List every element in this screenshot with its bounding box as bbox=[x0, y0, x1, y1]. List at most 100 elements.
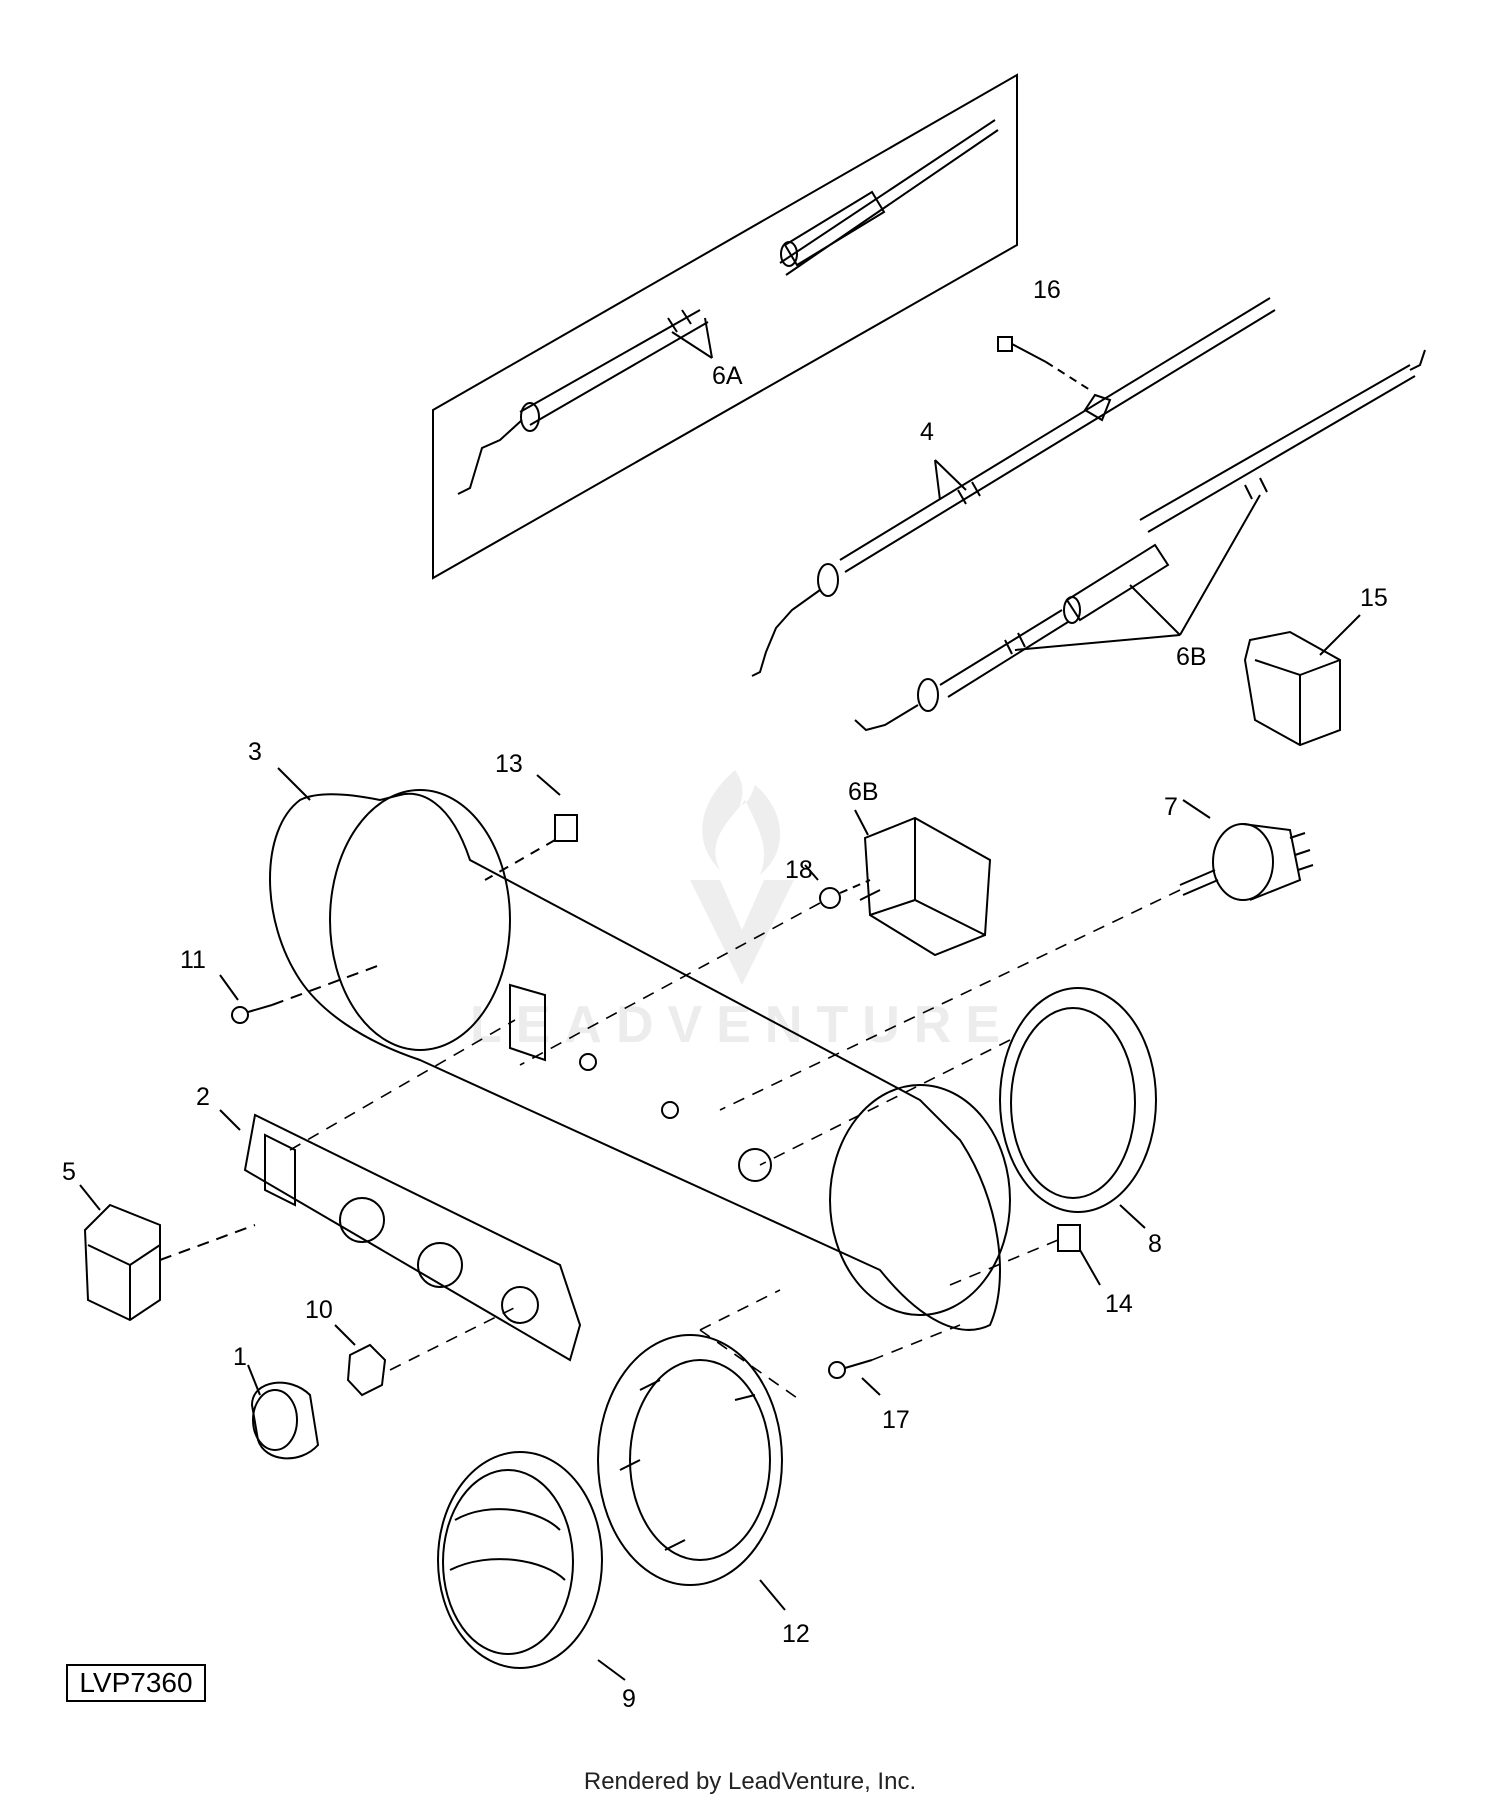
ring-13-tabs bbox=[619, 1379, 756, 1551]
switch-7: 6B bbox=[848, 778, 992, 957]
cable-6b-sleeve bbox=[1065, 543, 1170, 622]
inset-cable-6a: 6A bbox=[432, 73, 1018, 580]
screw-12-head bbox=[231, 1006, 249, 1024]
screw-12: 11 bbox=[180, 946, 381, 1024]
screw-12-shank bbox=[247, 1004, 273, 1013]
callout-17: 16 bbox=[1033, 276, 1061, 304]
bolt-17-shank bbox=[1011, 343, 1047, 363]
plate-2-leader bbox=[219, 1109, 241, 1131]
panel-3-right-opening bbox=[829, 1084, 1011, 1316]
nut-19-line bbox=[839, 879, 871, 894]
bracket-16: 15 bbox=[1243, 584, 1388, 747]
bolt-17: 16 bbox=[997, 276, 1091, 391]
callout-16: 15 bbox=[1360, 584, 1388, 612]
assembly-line-2 bbox=[289, 1019, 516, 1151]
footer-credit: Rendered by LeadVenture, Inc. bbox=[583, 1768, 917, 1795]
nut-19-body bbox=[819, 887, 841, 909]
plate-2: 2 bbox=[196, 1083, 582, 1362]
switch-8-body bbox=[1212, 823, 1274, 901]
assembly-line-11 bbox=[389, 1304, 521, 1371]
cable-4-rod bbox=[751, 589, 821, 677]
callout-14: 13 bbox=[495, 750, 523, 778]
callout-6b: 6B bbox=[1176, 643, 1207, 671]
assembly-line-8 bbox=[719, 889, 1181, 1111]
cable-4-clamp bbox=[1083, 393, 1112, 422]
callout-1: 1 bbox=[233, 1343, 247, 1371]
ring-13-inner bbox=[629, 1359, 771, 1561]
assembly-lines bbox=[289, 889, 1181, 1401]
callout-4: 4 bbox=[920, 418, 934, 446]
callout-13: 12 bbox=[782, 1620, 810, 1648]
nut-11: 10 bbox=[305, 1296, 387, 1397]
assembly-line-13 bbox=[699, 1289, 801, 1401]
plate-2-hole-3 bbox=[501, 1286, 539, 1324]
cable-6a-sleeve bbox=[783, 190, 886, 267]
plate-2-window bbox=[264, 1133, 296, 1207]
callout-12: 11 bbox=[180, 946, 206, 974]
cable-6a-grommet bbox=[520, 402, 540, 432]
vent-10-face bbox=[442, 1469, 574, 1655]
cable-4-grommet bbox=[817, 563, 839, 597]
knob-1: 1 bbox=[233, 1343, 320, 1460]
callout-15: 14 bbox=[1105, 1290, 1133, 1318]
plate-2-hole-2 bbox=[417, 1242, 463, 1288]
screw-12-line bbox=[271, 964, 381, 1006]
assembly-line-15 bbox=[949, 1239, 1059, 1286]
bezel-9-outer bbox=[999, 987, 1157, 1213]
switch-8-terminals bbox=[1289, 832, 1314, 871]
bezel-9: 8 bbox=[999, 987, 1162, 1258]
switch-8-rear bbox=[1242, 823, 1302, 901]
knob-1-body bbox=[250, 1381, 320, 1460]
bezel-9-leader bbox=[1119, 1204, 1146, 1229]
panel-3-leader bbox=[277, 767, 311, 801]
clip-14: 13 bbox=[484, 750, 578, 881]
panel-3-outline bbox=[269, 792, 1001, 1331]
switch-7-face bbox=[869, 818, 986, 936]
callout-3: 3 bbox=[248, 738, 262, 766]
callout-19: 18 bbox=[785, 856, 813, 884]
plate-2-outline bbox=[243, 1113, 582, 1362]
callout-8: 7 bbox=[1164, 793, 1178, 821]
watermark-v-icon bbox=[690, 880, 794, 985]
nut-11-leader bbox=[334, 1324, 356, 1346]
vent-10-outer bbox=[437, 1451, 603, 1669]
screw-18: 17 bbox=[828, 1359, 910, 1434]
bracket-16-body bbox=[1243, 630, 1341, 747]
panel-3-hole-3 bbox=[738, 1148, 772, 1182]
assembly-line-9 bbox=[759, 1039, 1011, 1166]
knob-1-face bbox=[252, 1389, 298, 1451]
clip-15-leader bbox=[1079, 1249, 1101, 1286]
panel-3: 3 bbox=[248, 738, 1011, 1331]
cable-6a-sleeve-end bbox=[780, 241, 798, 267]
bolt-17-head bbox=[997, 336, 1013, 352]
clip-14-body bbox=[554, 814, 578, 842]
switch-5-body bbox=[83, 1203, 161, 1322]
switch-5-leader bbox=[79, 1184, 101, 1211]
nut-11-body bbox=[346, 1343, 387, 1397]
bracket-16-leader bbox=[1319, 614, 1361, 656]
screw-18-head bbox=[828, 1361, 846, 1379]
switch-5-face bbox=[87, 1244, 161, 1320]
assembly-line-19 bbox=[519, 902, 821, 1066]
watermark: LEADVENTURE bbox=[470, 770, 1000, 1054]
screw-18-shank bbox=[844, 1359, 873, 1369]
vent-10-louver bbox=[449, 1508, 566, 1581]
screw-12-leader bbox=[219, 974, 239, 1001]
cable-6b-sleeve-end bbox=[1063, 596, 1081, 624]
callout-5: 5 bbox=[62, 1158, 76, 1186]
clip-14-line bbox=[484, 839, 556, 881]
cable-6b-leader bbox=[1014, 494, 1261, 651]
switch-5: 5 bbox=[62, 1158, 256, 1322]
callout-18: 17 bbox=[882, 1406, 910, 1434]
drawing-id-badge: LVP7360 bbox=[66, 1664, 206, 1702]
callout-9: 8 bbox=[1148, 1230, 1162, 1258]
cable-4-break bbox=[957, 481, 981, 505]
cable-6a-leader bbox=[671, 317, 713, 359]
switch-7-leader bbox=[854, 809, 869, 836]
callout-2: 2 bbox=[196, 1083, 210, 1111]
plate-2-hole-1 bbox=[339, 1197, 385, 1243]
panel-3-left-opening bbox=[329, 789, 511, 1051]
ring-13: 12 bbox=[597, 1334, 810, 1648]
cable-6a-rod bbox=[457, 419, 523, 495]
